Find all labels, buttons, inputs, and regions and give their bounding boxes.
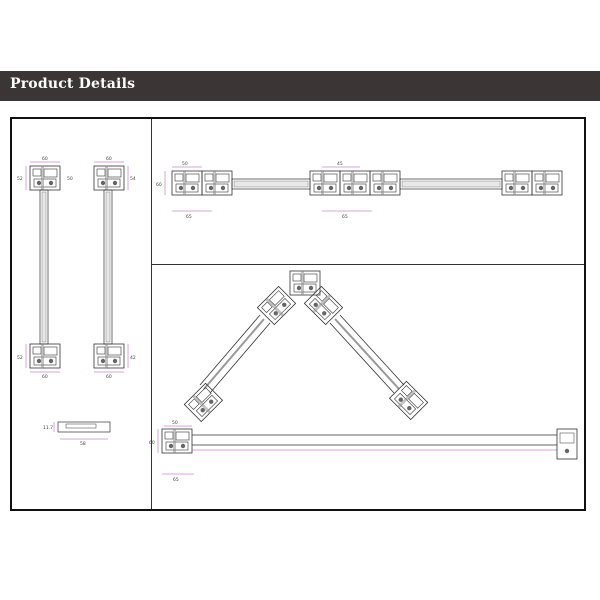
dim-left-top-a: 60	[42, 156, 48, 162]
dim-small-height: 11.7	[43, 425, 53, 431]
dim-left-bottom-side-a: 52	[17, 355, 23, 361]
dim-top-mid-base: 65	[342, 214, 348, 220]
technical-drawing: 60 60 52 54 50 60 60 52 42 58 11.7	[17, 156, 578, 483]
top-dimensions	[164, 166, 372, 212]
dim-top-mid-width: 45	[337, 161, 343, 167]
vertical-divider	[151, 119, 152, 509]
dim-top-left-height: 60	[156, 182, 162, 188]
dim-left-bottom-a: 60	[42, 374, 48, 380]
drawing-frame: 60 60 52 54 50 60 60 52 42 58 11.7	[10, 117, 586, 511]
bottom-horizontal-assembly	[161, 428, 578, 460]
dim-bottom-left-width: 50	[172, 420, 178, 426]
left-profile-b	[93, 165, 125, 369]
dim-left-side-c: 50	[67, 176, 73, 182]
dim-left-bottom-b: 60	[106, 374, 112, 380]
horizontal-divider	[152, 264, 584, 265]
dim-top-left-base: 65	[186, 214, 192, 220]
small-profile	[53, 421, 111, 440]
dim-small-width: 58	[80, 441, 86, 447]
dim-left-bottom-side-b: 42	[130, 355, 136, 361]
section-title: Product Details	[10, 76, 136, 92]
dim-left-side-a: 52	[17, 176, 23, 182]
dim-left-top-b: 60	[106, 156, 112, 162]
bottom-dimensions	[157, 425, 194, 475]
dim-top-left-width: 50	[182, 161, 188, 167]
section-header: Product Details	[0, 71, 600, 101]
left-dimensions	[25, 161, 129, 373]
dim-bottom-left-height: 60	[149, 440, 155, 446]
angled-assembly	[183, 270, 429, 423]
left-profile-a	[29, 165, 61, 369]
dim-bottom-left-base: 65	[173, 477, 179, 483]
dim-left-side-b: 54	[130, 176, 136, 182]
horizontal-assembly	[171, 170, 563, 196]
